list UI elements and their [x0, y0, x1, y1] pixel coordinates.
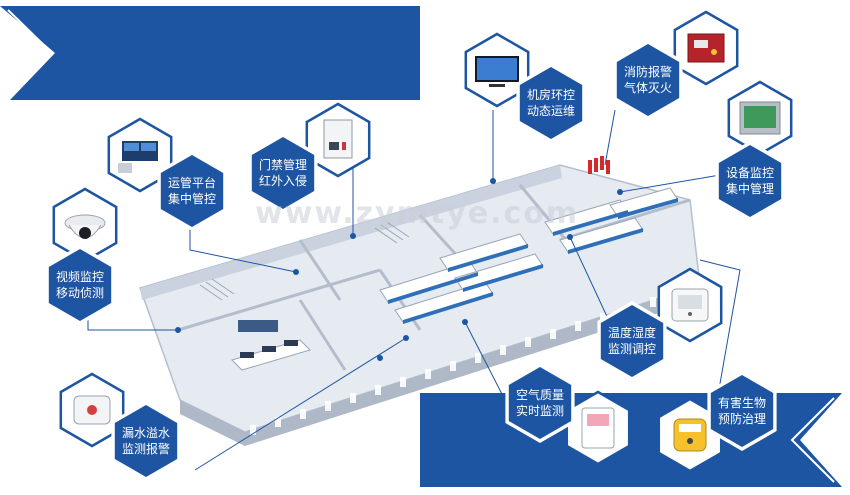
- module-label-line1: 有害生物: [717, 396, 766, 410]
- module-access: [248, 102, 371, 213]
- module-env: [464, 32, 586, 143]
- module-label-line1: 视频监控: [55, 270, 104, 284]
- module-label-line2: 预防治理: [717, 412, 766, 426]
- label-hex-ops: [160, 155, 224, 227]
- module-label-line1: 门禁管理: [258, 158, 307, 172]
- air-quality-sensor-icon: [581, 407, 615, 449]
- module-ops: [107, 117, 227, 231]
- label-hex-air: [508, 367, 572, 439]
- module-label-line1: 空气质量: [515, 388, 564, 402]
- module-label-access[interactable]: 门禁管理红外入侵: [245, 150, 321, 196]
- module-label-line2: 集中管控: [167, 192, 216, 206]
- module-label-line1: 设备监控: [725, 166, 774, 180]
- label-hex-fire: [616, 44, 680, 116]
- label-hex-env: [519, 67, 583, 139]
- module-label-line2: 移动侦测: [55, 286, 104, 300]
- module-pest: [657, 371, 777, 473]
- dome-camera-icon: [64, 214, 106, 239]
- module-label-air[interactable]: 空气质量实时监测: [502, 380, 578, 426]
- module-label-line1: 机房环控: [526, 88, 575, 102]
- hmi-panel-icon: [739, 101, 781, 135]
- connector-lines: [87, 109, 741, 471]
- module-device: [715, 80, 793, 221]
- fire-alarm-panel-icon: [687, 33, 725, 63]
- module-label-fire[interactable]: 消防报警气体灭火: [610, 57, 686, 103]
- module-fire: [613, 10, 739, 120]
- module-label-line1: 温度湿度: [607, 326, 656, 340]
- module-temp: [597, 267, 723, 381]
- module-label-temp[interactable]: 温度湿度监测调控: [594, 318, 670, 364]
- label-hex-temp: [600, 305, 664, 377]
- pest-repeller-icon: [673, 418, 707, 452]
- thermometer-sensor-icon: [671, 288, 709, 322]
- module-label-leak[interactable]: 漏水溢水监测报警: [108, 418, 184, 464]
- watermark: www.zymtye.com: [255, 196, 580, 231]
- module-label-pest[interactable]: 有害生物预防治理: [704, 388, 780, 434]
- module-label-env[interactable]: 机房环控动态运维: [513, 80, 589, 126]
- label-hex-pest: [710, 375, 774, 447]
- floor-plan: [139, 156, 701, 446]
- module-label-line2: 实时监测: [515, 404, 564, 418]
- module-label-line2: 气体灭火: [623, 81, 672, 95]
- water-leak-detector-icon: [73, 395, 111, 425]
- module-label-ops[interactable]: 运管平台集中管控: [154, 168, 230, 214]
- module-label-line1: 消防报警: [623, 65, 672, 79]
- module-label-line2: 集中管理: [725, 182, 774, 196]
- label-hex-access: [251, 137, 315, 209]
- module-air: [505, 363, 631, 466]
- label-hex-leak: [114, 405, 178, 477]
- video-wall-icon: [118, 141, 158, 173]
- module-label-line2: 动态运维: [526, 104, 575, 118]
- module-label-device[interactable]: 设备监控集中管理: [712, 158, 788, 204]
- access-control-panel-icon: [323, 119, 353, 159]
- module-label-line2: 监测报警: [121, 442, 170, 456]
- module-label-line2: 红外入侵: [258, 174, 307, 188]
- monitor-icon: [475, 56, 519, 87]
- module-label-video[interactable]: 视频监控移动侦测: [42, 262, 118, 308]
- label-hex-device: [718, 145, 782, 217]
- module-label-line1: 漏水溢水: [121, 426, 170, 440]
- module-label-line2: 监测调控: [607, 342, 656, 356]
- label-hex-video: [48, 249, 112, 321]
- module-leak: [59, 372, 181, 481]
- top-left-banner: [0, 6, 420, 100]
- module-label-line1: 运管平台: [167, 176, 216, 190]
- module-video: [45, 187, 118, 325]
